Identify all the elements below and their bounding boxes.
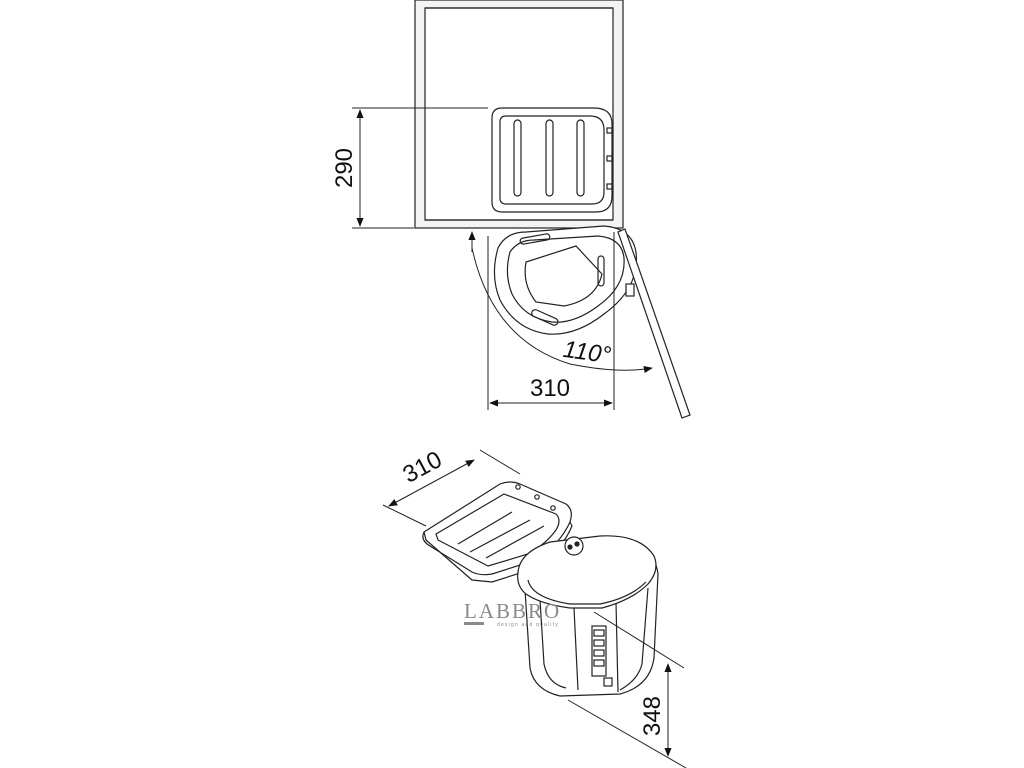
dim-110-label: 110° [561,336,613,369]
bin-isometric-view [382,449,687,768]
dim-310-iso-label: 310 [398,446,446,489]
dim-290-label: 290 [331,148,358,188]
dim-310-iso-lines [382,449,521,527]
labbro-watermark: LABBRO design and quality [464,599,561,628]
watermark-bar [464,622,484,625]
dim-310-top-lines [487,232,615,410]
dim-290-lines [352,107,488,229]
dim-110-arc [468,231,653,374]
dim-348-lines [567,611,687,768]
cabinet-top-view [352,0,691,419]
bin-plan-swung-out [493,225,637,335]
watermark-tagline: design and quality [497,622,559,628]
lid-plan-inside [491,107,613,213]
dim-348-label: 348 [639,696,666,736]
watermark-brand: LABBRO [464,599,561,623]
bin-top-lid [517,535,657,609]
door-open [617,228,691,419]
dim-310-top-label: 310 [530,375,570,402]
